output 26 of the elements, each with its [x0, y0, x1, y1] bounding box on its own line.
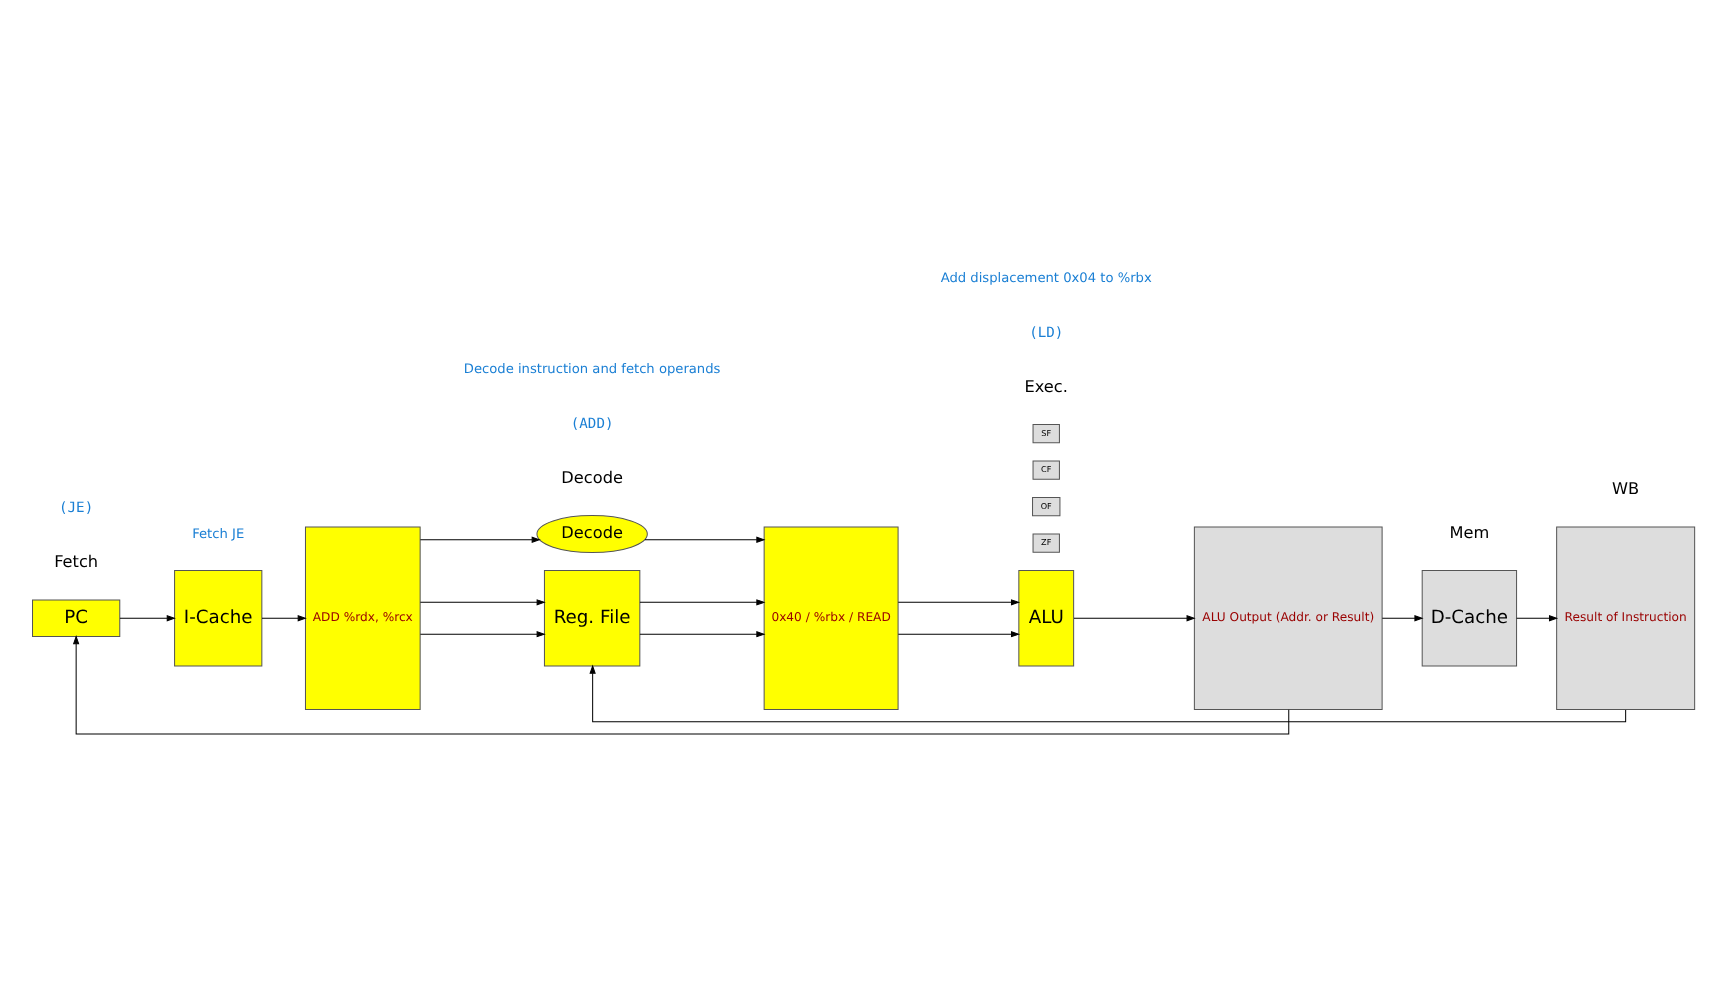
arrow: [1073, 615, 1196, 622]
arrow: [419, 599, 546, 606]
arrow: [639, 630, 766, 638]
label: Exec.: [1024, 375, 1068, 396]
arrow: [639, 599, 766, 606]
node-box: I-Cache: [174, 570, 263, 667]
label: WB: [1612, 478, 1640, 499]
arrow: [897, 599, 1021, 606]
label: Fetch: [54, 551, 99, 572]
label: Mem: [1449, 521, 1490, 542]
arrow: [1381, 615, 1424, 622]
arrow: [72, 635, 1290, 735]
node-box: Reg. File: [543, 570, 641, 667]
arrow: [261, 615, 307, 622]
arrow: [119, 615, 176, 622]
arrow: [644, 536, 766, 543]
node-box: D-Cache: [1421, 570, 1518, 667]
node-ellipse: Decode: [536, 515, 648, 554]
label: Decode: [561, 467, 623, 488]
node-box: PC: [32, 599, 121, 638]
arrow: [419, 630, 546, 638]
arrow: [589, 664, 1627, 723]
arrow: [897, 630, 1021, 638]
node-box: ALU: [1018, 570, 1075, 667]
arrow: [419, 536, 541, 543]
arrow: [1516, 615, 1559, 622]
